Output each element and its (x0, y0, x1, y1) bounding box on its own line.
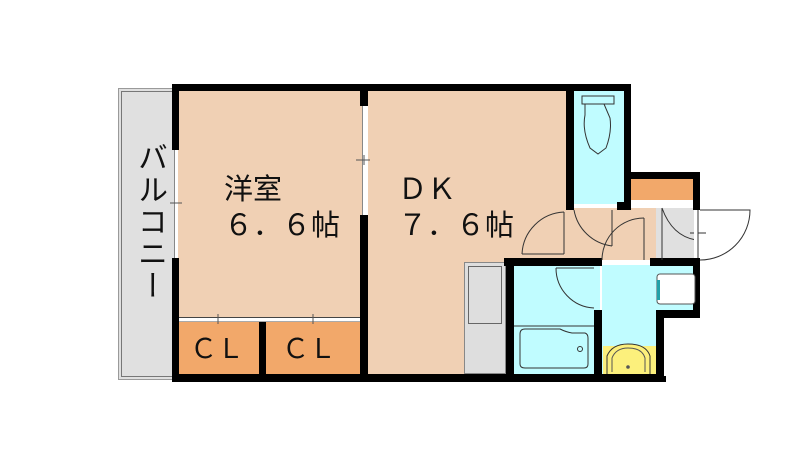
wall-left-upper (172, 84, 179, 150)
wall-dk-bottom (360, 374, 508, 382)
refrigerator-space (464, 262, 506, 374)
wall-toilet-left (566, 84, 574, 210)
closet-2-label: ＣＬ (282, 334, 336, 365)
wall-mid-lower (360, 215, 368, 382)
wall-bottom-left (172, 374, 372, 382)
entrance-door-icon (661, 207, 751, 261)
closet-1-label: ＣＬ (190, 334, 244, 365)
bathroom (514, 265, 600, 375)
wall-toilet-bottom-right (617, 202, 631, 210)
western-room (178, 90, 362, 318)
wall-top-main (172, 84, 630, 91)
toilet-room (574, 90, 624, 204)
entrance (656, 208, 696, 260)
toilet-door-icon (573, 209, 613, 247)
washing-machine-icon (656, 273, 696, 305)
wall-hall-bottom (504, 258, 602, 266)
wall-bath-left (506, 258, 514, 382)
western-room-size: ６．６帖 (224, 208, 341, 242)
shoe-storage (629, 178, 693, 200)
balcony-label: バルコニー (132, 142, 167, 302)
wall-entrance-bottom (650, 258, 700, 266)
bathtub-icon (519, 328, 589, 369)
western-room-name: 洋室 (224, 172, 283, 206)
wall-closet-divider (259, 318, 266, 378)
wall-left-lower (172, 258, 179, 382)
toilet-icon (581, 95, 615, 155)
refrigerator-top (468, 266, 502, 324)
closet-2 (266, 322, 360, 374)
dk-size: ７．６帖 (398, 208, 515, 242)
dk-name: ＤＫ (398, 172, 457, 206)
balcony-window (174, 150, 178, 258)
closet-1 (178, 322, 260, 374)
wall-wash-right-upper (693, 258, 700, 318)
wall-bath-bottom (506, 374, 666, 382)
wall-wash-right-lower (656, 310, 664, 382)
hallway (570, 208, 658, 260)
dk-door-icon (521, 211, 565, 255)
wall-shoe-top (624, 172, 700, 179)
washbasin-icon (603, 343, 656, 374)
wall-bath-divider (594, 310, 602, 382)
washroom-door-icon (601, 217, 645, 261)
bathroom-door-icon (555, 267, 595, 309)
balcony (118, 88, 180, 380)
wall-toilet-right (624, 84, 631, 210)
wall-mid-upper (360, 84, 368, 106)
window-marks (170, 155, 370, 324)
wall-wash-step (656, 310, 700, 318)
closet-doors-track (179, 317, 360, 322)
wall-shoe-right (693, 172, 700, 210)
